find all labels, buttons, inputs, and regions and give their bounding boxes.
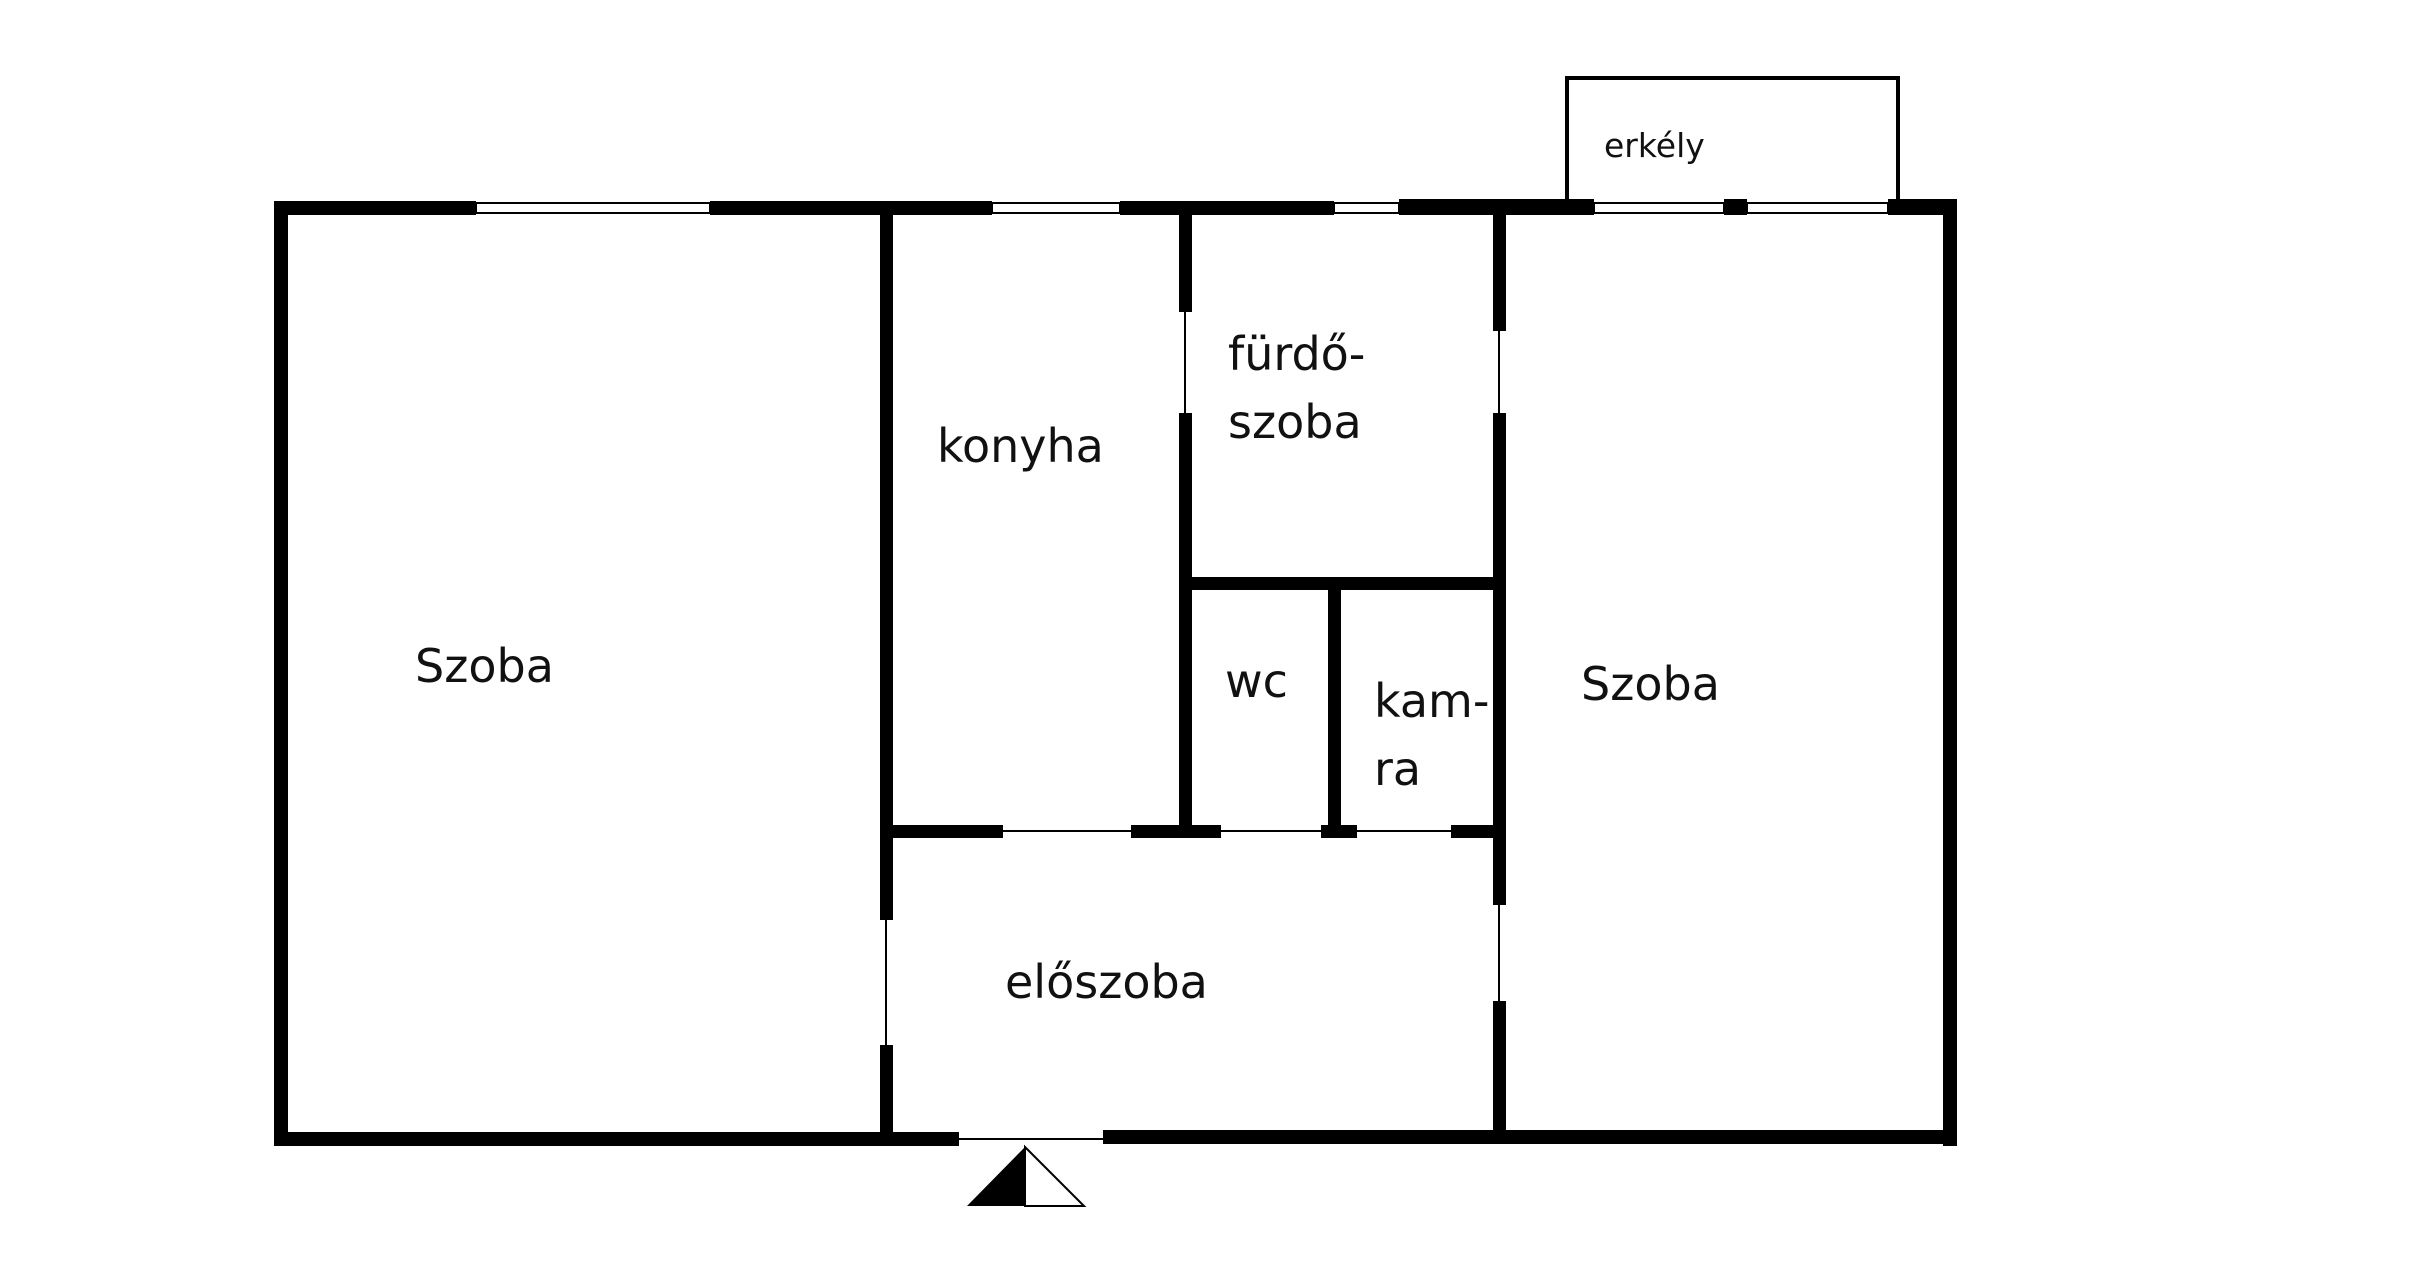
wall: [1493, 201, 1506, 331]
wall: [1321, 825, 1357, 838]
wall: [1179, 413, 1192, 837]
wall: [1724, 199, 1747, 215]
wall: [1493, 413, 1506, 905]
window: [475, 202, 711, 214]
wall: [880, 201, 893, 920]
wall: [880, 825, 1003, 838]
balcony-outline: [1565, 76, 1900, 201]
walls: [274, 199, 1957, 1146]
wall: [274, 1132, 959, 1146]
openings: [475, 76, 1900, 1140]
wall: [1328, 583, 1341, 833]
wall: [1943, 199, 1957, 1146]
wall: [274, 201, 288, 1146]
room-label-kamra-2: ra: [1374, 742, 1421, 796]
entrance-marker-icon: [967, 1144, 1087, 1207]
room-label-furdo-1: fürdő-: [1228, 327, 1365, 381]
room-label-erkely: erkély: [1604, 126, 1705, 165]
wall: [1120, 201, 1334, 215]
room-label-konyha: konyha: [937, 419, 1104, 473]
room-labels: Szoba konyha fürdő- szoba wc kam- ra Szo…: [415, 126, 1720, 1009]
room-label-szoba-right: Szoba: [1581, 657, 1720, 711]
wall: [1179, 201, 1192, 312]
wall: [1103, 1130, 1957, 1144]
wall: [1888, 199, 1957, 215]
wall: [880, 1045, 893, 1140]
wall: [274, 201, 476, 215]
room-label-eloszoba: előszoba: [1005, 955, 1208, 1009]
wall: [710, 201, 992, 215]
room-label-kamra-1: kam-: [1374, 674, 1489, 728]
room-label-furdo-2: szoba: [1228, 395, 1362, 449]
wall: [1179, 577, 1506, 590]
window: [991, 202, 1121, 214]
window: [1333, 202, 1400, 214]
wall: [1493, 1001, 1506, 1139]
wall: [1131, 825, 1221, 838]
wall: [1451, 825, 1506, 838]
room-label-wc: wc: [1225, 654, 1288, 708]
balcony-door: [1746, 202, 1889, 214]
room-label-szoba-left: Szoba: [415, 639, 554, 693]
balcony-door: [1593, 202, 1725, 214]
